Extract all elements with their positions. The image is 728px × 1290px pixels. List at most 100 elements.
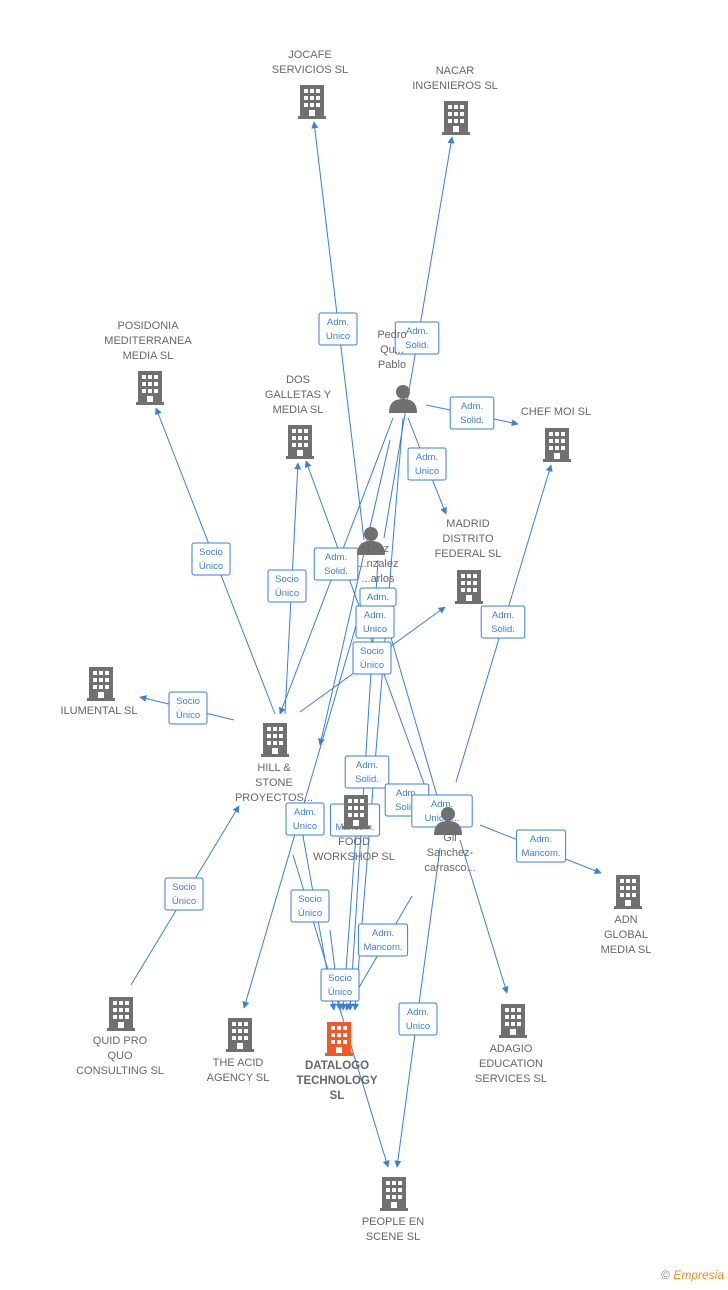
node-label: MEDIA SL [273, 404, 324, 416]
edge-label-diaz-datalogo[interactable]: Adm. [359, 587, 397, 607]
node-label: HILL & [257, 762, 291, 774]
node-label: carrasco... [424, 862, 475, 874]
edge-label-text: Unico [363, 624, 387, 635]
node-chefmoi[interactable]: CHEF MOI SL [521, 406, 591, 462]
node-label: PROYECTOS... [235, 792, 313, 804]
edge-label-gil-people[interactable]: Adm.Unico [398, 1002, 438, 1036]
node-label: JOCAFE [288, 49, 331, 61]
edge-label-text: Adm. [356, 760, 378, 771]
edge-label-text: Único [172, 896, 196, 907]
node-label: ...nzalez [358, 558, 399, 570]
empresia-logo[interactable]: Empresia [673, 1268, 724, 1282]
node-label: FOOD [338, 836, 370, 848]
edge-label-text: Solid. [324, 566, 348, 577]
building-icon [499, 1004, 527, 1038]
edge-label-text: Unico [326, 331, 350, 342]
node-ilumental[interactable]: ILUMENTAL SL [60, 667, 138, 717]
node-label: DATALOGO [305, 1060, 369, 1072]
node-label: AGENCY SL [207, 1072, 270, 1084]
edge-label-text: Socio [360, 646, 384, 657]
edge-label-text: Adm. [530, 834, 552, 845]
edge-label-hillstone-datalogo[interactable]: Adm.Unico [285, 802, 325, 836]
node-label: SL [330, 1090, 345, 1102]
node-datalogo[interactable]: DATALOGO TECHNOLOGY SL [296, 1022, 378, 1102]
edge-label-text: Adm. [431, 799, 453, 810]
edge-label-text: Socio [199, 547, 223, 558]
edge-label-text: Solid. [405, 340, 429, 351]
node-label: Gil [443, 832, 456, 844]
edge-label-text: Adm. [416, 452, 438, 463]
node-label: GALLETAS Y [265, 389, 332, 401]
building-icon [298, 85, 326, 119]
edge-label-diaz-jocafe[interactable]: Adm.Unico [318, 312, 358, 346]
node-hillstone[interactable]: HILL &STONEPROYECTOS... [235, 723, 313, 804]
edge-label-text: Único [360, 660, 384, 671]
edge-label-pedro-chefmoi[interactable]: Adm.Solid. [449, 396, 495, 430]
edge-label-text: Único [328, 987, 352, 998]
node-dosgalletas[interactable]: DOS GALLETAS Y MEDIA SL [265, 374, 332, 459]
node-label: DOS [286, 374, 310, 386]
edge-label-pedro-madrid[interactable]: Adm.Unico [407, 447, 447, 481]
node-label: TECHNOLOGY [296, 1075, 377, 1087]
node-label: Sanchez- [427, 847, 474, 859]
node-label: NACAR [436, 65, 475, 77]
node-label: SCENE SL [366, 1231, 420, 1243]
edge-label-text: Único [298, 908, 322, 919]
node-label: MADRID [446, 518, 489, 530]
footer-credit: © Empresia [661, 1268, 724, 1282]
building-icon [455, 570, 483, 604]
edge-label-diaz-hillstone[interactable]: Adm.Solid. [344, 755, 390, 789]
edge-label-gil-datalogo[interactable]: Adm.Mancom. [357, 923, 409, 957]
edge-label-diaz-nacar[interactable]: Adm. Solid. [394, 321, 440, 355]
edge-label-text: Mancom. [363, 942, 402, 953]
node-food[interactable]: FOOD WORKSHOP SL [313, 795, 395, 863]
edge-label-text: Solid. [491, 624, 515, 635]
edge-label-text: Adm. [492, 610, 514, 621]
edge-label-text: Adm. [406, 326, 428, 337]
node-madrid[interactable]: MADRID DISTRITO FEDERAL SL [435, 518, 502, 604]
building-icon [261, 723, 289, 757]
node-diaz[interactable]: Diaz...nzalez...arlos [357, 527, 398, 585]
node-label: CONSULTING SL [76, 1065, 164, 1077]
edge-label-gil-adn[interactable]: Adm.Mancom. [515, 829, 567, 863]
edge-label-text: Adm. [364, 610, 386, 621]
node-label: FEDERAL SL [435, 548, 502, 560]
building-icon [380, 1177, 408, 1211]
edge-label-pedro-hillstone[interactable]: Adm.Solid. [313, 547, 359, 581]
edge-label-text: Unico,... [425, 813, 460, 824]
node-people[interactable]: PEOPLE EN SCENE SL [362, 1177, 424, 1243]
node-label: CHEF MOI SL [521, 406, 591, 418]
node-label: ...arlos [361, 573, 395, 585]
node-label: DISTRITO [442, 533, 494, 545]
edge-label-pedro-datalogo[interactable]: Adm. Unico [355, 605, 395, 639]
edge-label-gil-chefmoi[interactable]: Adm. Solid. [480, 605, 526, 639]
node-label: PEOPLE EN [362, 1216, 424, 1228]
focus-building-icon [325, 1022, 353, 1056]
node-label: MEDIA SL [123, 350, 174, 362]
edge-diaz-to-hillstone [317, 439, 391, 746]
node-gil[interactable]: GilSanchez-carrasco... [424, 807, 476, 874]
node-label: POSIDONIA [117, 320, 179, 332]
edge-label-text: Solid. [460, 415, 484, 426]
edge-label-text: Unico [293, 821, 317, 832]
node-label: WORKSHOP SL [313, 851, 395, 863]
copyright-mark: © [661, 1268, 670, 1282]
building-icon [442, 101, 470, 135]
